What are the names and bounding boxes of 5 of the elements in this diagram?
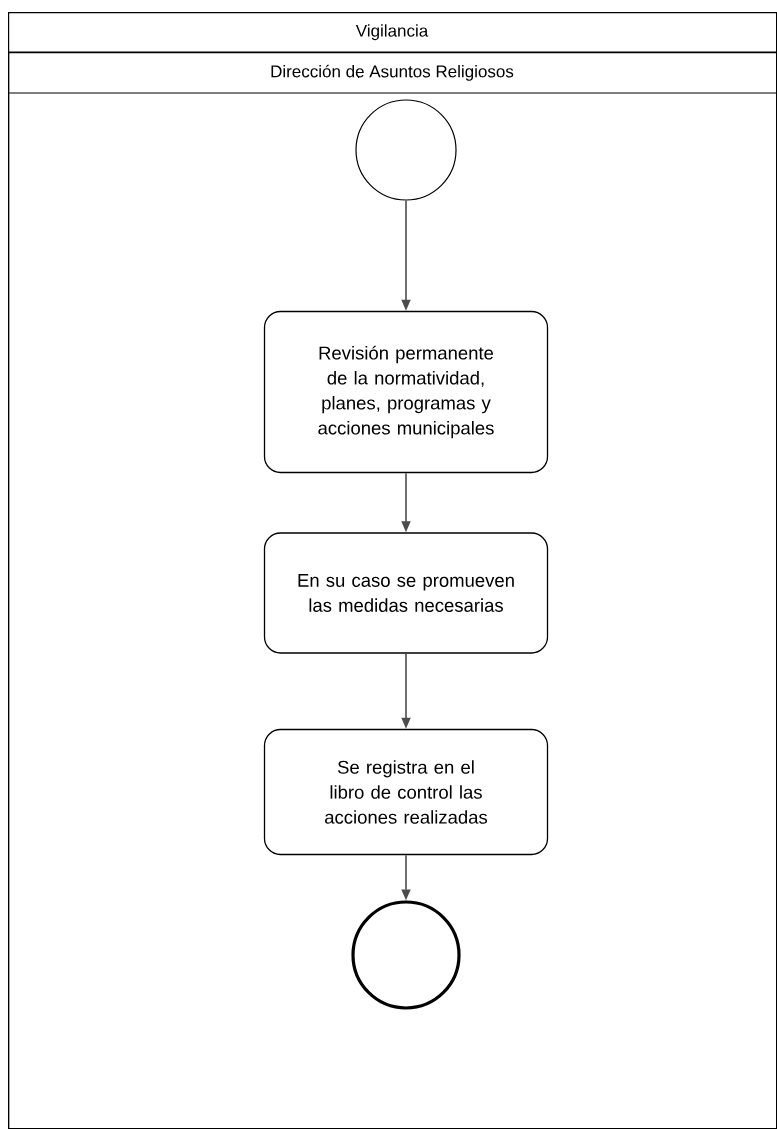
process-box: Se registra en el libro de control las acciones realizadas <box>263 728 549 856</box>
process-box: Revisión permanente de la normatividad, planes, programas y acciones municipales <box>263 310 549 474</box>
end-circle <box>351 900 461 1010</box>
start-circle <box>355 99 457 201</box>
process-box: En su caso se promueven las medidas necesarias <box>263 532 549 654</box>
